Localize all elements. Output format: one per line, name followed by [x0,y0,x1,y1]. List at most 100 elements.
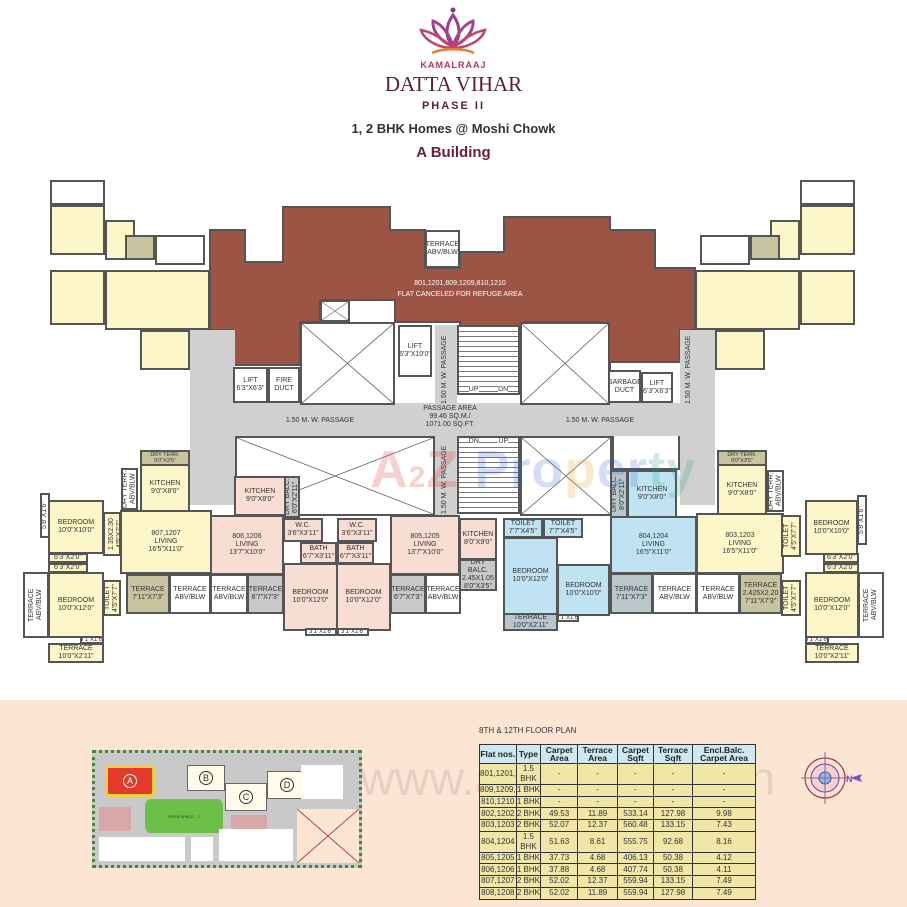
room [125,235,155,260]
room [700,235,750,265]
room-label: LIVING [154,538,178,545]
building-c-label: C [239,790,253,804]
room-size: 9'0"X8'0" [246,496,274,503]
room-size: 3'6"X3'11" [341,530,373,537]
parking-left [99,807,131,831]
passage-area-sqft: 1071.00 SQ.FT. [425,421,475,428]
floor-plan: 801,1201,809,1209,810,1210 FLAT CANCELED… [23,180,884,663]
compass-rose-icon: N [801,752,862,804]
table-cell: - [577,784,619,797]
shaft-void-right [520,322,610,405]
future-dev-4 [301,765,343,799]
room-label: TOILET [510,520,536,527]
room-label: BEDROOM [512,568,549,575]
table-cell: 7.49 [692,875,756,888]
room-size: 10'0"X12'0" [512,576,549,583]
dry-balcony: DRY BALC. 6'0"X2'11" [284,476,300,518]
table-cell: 12.37 [577,875,619,888]
lift-size: 6'3"X6'3" [236,385,265,392]
refuge-flats-label: 801,1201,809,1209,810,1210 [414,280,506,287]
passage-right [680,330,715,505]
table-cell: 807,1207 [479,875,517,888]
room-label: BATH [346,545,365,552]
room-label: TERRACE [173,586,207,593]
column-header: Carpet Area [540,744,579,764]
room-label: TERRACE [248,586,283,593]
column-header: Terrace Area [577,744,619,764]
column-header: Encl.Balc. Carpet Area [692,744,756,764]
lift-label: LIFT [649,379,665,387]
table-cell: 1 BHK [515,795,542,809]
table-cell: 801,1201, [479,763,517,785]
future-dev-2 [191,837,213,861]
room-size: 9'0"X3'5" [731,458,753,464]
room-label: TOILET 4'5"X7'7" [783,584,798,612]
fire-duct: FIRE DUCT [268,367,300,403]
room-label: TERRACE ABV/BLW [28,588,43,622]
table-cell: 7.43 [692,819,756,832]
table-cell: 1 BHK [515,863,542,877]
north-label: N [846,774,853,784]
wc: W.C.3'6"X3'11" [283,518,323,542]
room-size: 3'1"X1'6" [557,615,579,621]
building-b: B [187,765,225,791]
table-cell: 4.68 [577,863,619,877]
flat-number: 807,1207 [151,530,181,537]
room-label: BEDROOM [813,519,850,527]
unit-top-left [45,180,210,375]
garbage-label: GARBAGE [608,378,641,386]
room [800,270,855,325]
table-cell: 52.07 [540,819,579,832]
toilet-1: TOILET 4'5"X7'7" [781,515,801,557]
room-label: LIVING [413,541,437,548]
table-cell: 4.68 [577,851,619,865]
table-cell: 1.5 BHK [515,763,542,785]
room-size: 10'0"X12'0" [814,605,850,612]
table-cell: 802,1202 [479,807,517,821]
room-label: BEDROOM [57,597,95,604]
room-size: 9'0"X8'0" [728,489,756,497]
table-cell: - [540,763,579,785]
room-size: 16'5"X11'0" [148,546,184,553]
refuge-note-label: FLAT CANCELED FOR REFUGE AREA [397,291,523,298]
room-size: ABV/BLW [659,593,690,601]
room [715,330,765,370]
ledge-bottom: 3'1"X1'6" [337,628,369,636]
table-cell: 37.73 [540,851,579,865]
flat-number: 806,1206 [232,533,262,540]
room [800,205,855,255]
lift-size: 6'3"X6'3" [643,387,671,395]
room-label: TERRACE [614,585,649,593]
room-label: TOILET [550,520,576,527]
room-label: DRY TERR. ABV/BLW [121,470,137,508]
room-size: 7'11"X7'3" [132,594,164,601]
table-cell: - [692,784,756,797]
table-cell: 804,1204 [479,830,517,853]
table-cell: - [652,784,694,797]
shaft-void-lower-right [520,436,612,516]
table-cell: 533.14 [617,807,654,821]
table-cell: 406.13 [617,851,654,865]
room-size: 6'7"X7'3" [394,594,422,601]
room-size: 10'0"X12'0" [345,597,382,604]
